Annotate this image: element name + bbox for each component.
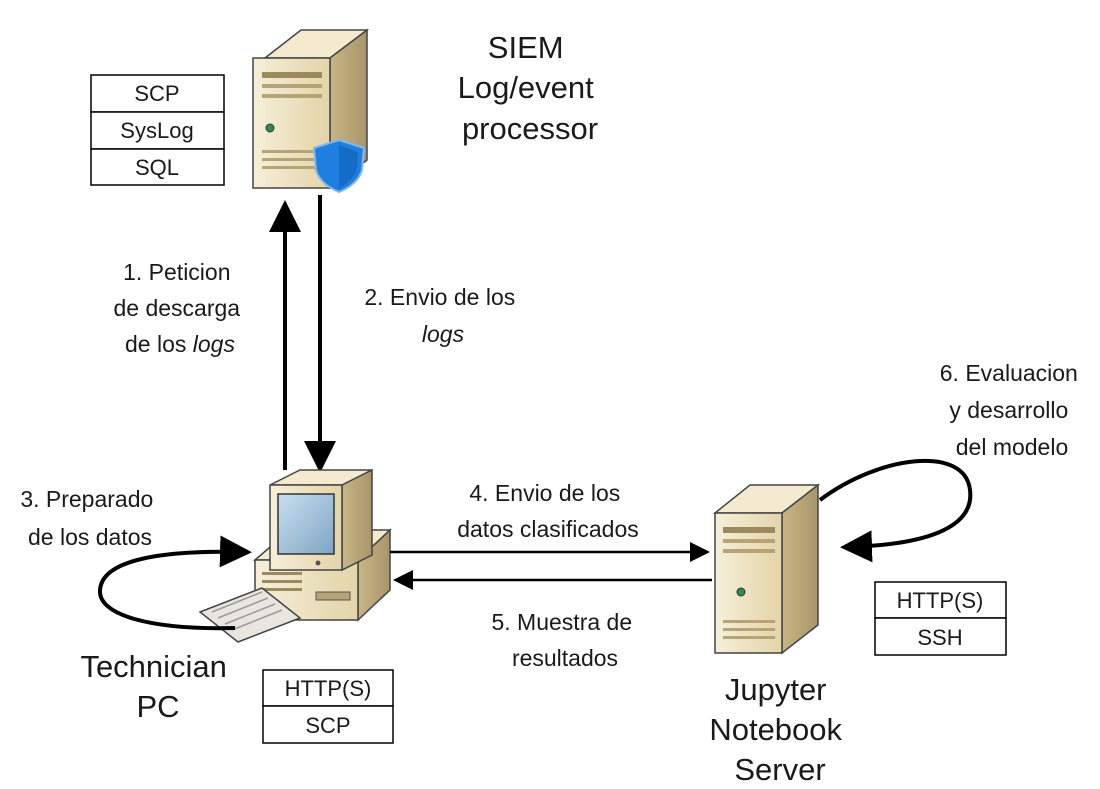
server-icon — [712, 483, 821, 655]
server-shield-icon — [252, 28, 370, 194]
protocol-ssh: SSH — [917, 625, 962, 650]
protocol-scp: SCP — [305, 713, 350, 738]
flow-5-label: 5. Muestra de resultados — [491, 609, 638, 671]
technician-protocol-stack: HTTP(S) SCP — [262, 669, 394, 744]
loop-prepare-data — [98, 535, 252, 631]
flow-6-label: 6. Evaluacion y desarrollo del modelo — [940, 360, 1084, 460]
siem-title: SIEM Log/event processor — [458, 30, 603, 146]
flow-1-label: 1. Peticion de descarga de los logs — [114, 259, 247, 357]
protocol-https: HTTP(S) — [285, 676, 372, 701]
flow-3-label: 3. Preparado de los datos — [20, 486, 159, 550]
protocol-https: HTTP(S) — [897, 588, 984, 613]
protocol-scp: SCP — [134, 81, 179, 106]
technician-title: Technician PC — [80, 649, 235, 724]
flow-2-label: 2. Envio de los logs — [364, 284, 521, 347]
flow-4-label: 4. Envio de los datos clasificados — [457, 480, 639, 542]
siem-protocol-stack: SCP SysLog SQL — [90, 74, 225, 186]
desktop-computer-icon — [198, 468, 392, 643]
protocol-syslog: SysLog — [120, 118, 193, 143]
jupyter-protocol-stack: HTTP(S) SSH — [874, 581, 1007, 656]
loop-model-development — [818, 458, 973, 563]
jupyter-title: Jupyter Notebook Server — [709, 672, 850, 787]
protocol-sql: SQL — [135, 155, 179, 180]
